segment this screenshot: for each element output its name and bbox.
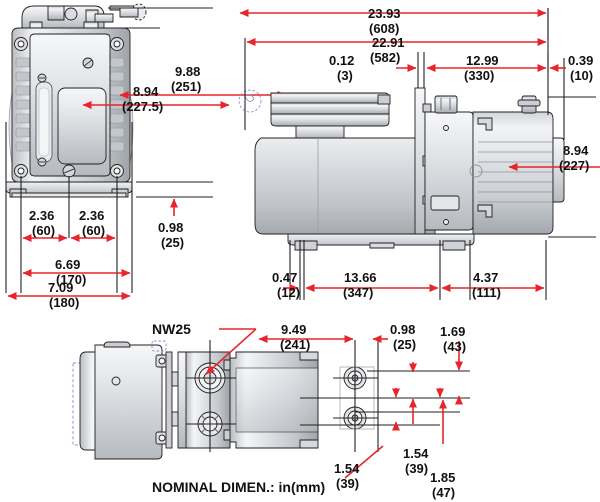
dim-spacing-a-in: 1.54 [334, 461, 360, 476]
dim-base-rear-in: 4.37 [473, 270, 498, 285]
dim-length-overall-in: 23.93 [368, 6, 401, 21]
dim-mount-left-in: 2.36 [29, 208, 54, 223]
plan-centre-lines [186, 340, 470, 452]
dim-length-body-mm: (582) [370, 50, 400, 65]
dim-mount-left-mm: (60) [32, 223, 55, 238]
dim-edge-offset-mm: (25) [393, 337, 416, 352]
dim-port-mount-mm: (241) [280, 337, 310, 352]
dim-mount-right-in: 2.36 [79, 208, 104, 223]
dim-base-length-mm: (347) [343, 285, 373, 300]
dim-mount-top-in: 1.69 [440, 324, 465, 339]
side-elevation-view [238, 87, 565, 251]
dim-base-length-in: 13.66 [344, 270, 377, 285]
dim-spacing-b-in: 1.54 [403, 446, 429, 461]
dim-base-rear-mm: (111) [472, 285, 501, 300]
dim-mount-right-mm: (60) [82, 223, 105, 238]
dim-gap-flange-mm: (3) [337, 68, 353, 83]
dim-mount-top-mm: (43) [443, 339, 466, 354]
dim-gap-flange-in: 0.12 [329, 53, 354, 68]
dim-port-mount-in: 9.49 [281, 322, 306, 337]
dim-length-body-in: 22.91 [372, 35, 405, 50]
plan-view-dimensions: NW25 9.49 (241) 0.98 (25) 1.69 (43) 1.54… [152, 321, 466, 500]
dim-height-body-mm: (227.5) [122, 99, 163, 114]
dim-height-body-in: 8.94 [133, 84, 159, 99]
side-pump-body [254, 137, 436, 235]
dim-height-side-mm: (227) [559, 158, 589, 173]
dim-height-foot-mm: (25) [161, 235, 184, 250]
plan-body-left [94, 344, 163, 460]
dim-length-overall-mm: (608) [369, 21, 399, 36]
dim-motor-overhang-mm: (10) [570, 68, 593, 83]
dim-width-overall-mm: (180) [49, 295, 79, 310]
callout-nw25: NW25 [152, 321, 191, 337]
dim-mount-bottom-in: 1.85 [430, 470, 455, 485]
dim-edge-offset-in: 0.98 [390, 322, 415, 337]
side-view-dimensions: 23.93 (608) 22.91 (582) 0.12 (3) 12.99 (… [239, 6, 600, 300]
front-extension-lines [5, 7, 213, 293]
nominal-dimension-note: NOMINAL DIMEN.: in(mm) [152, 479, 325, 495]
dim-spacing-a-mm: (39) [336, 476, 359, 491]
leader-mount-spacing-a [344, 445, 384, 479]
dim-width-overall-in: 7.09 [48, 280, 73, 295]
dim-length-motor-mm: (330) [464, 68, 494, 83]
dim-base-front-in: 0.47 [272, 270, 297, 285]
detail-circle-side [238, 89, 262, 113]
dim-length-motor-in: 12.99 [466, 53, 499, 68]
dim-mount-bottom-mm: (47) [432, 485, 455, 500]
dim-height-overall-mm: (251) [171, 79, 201, 94]
nw25-leader-arrow [205, 328, 257, 375]
dim-width-mount-in: 6.69 [55, 257, 80, 272]
dim-spacing-b-mm: (39) [405, 461, 428, 476]
dim-height-overall-in: 9.88 [175, 64, 200, 79]
dim-width-mount-mm: (170) [56, 272, 86, 287]
front-elevation-view [5, 3, 147, 198]
front-view-dimensions: 9.88 (251) 8.94 (227.5) 0.98 (25) 2.36 (… [7, 64, 287, 310]
side-motor-housing [472, 111, 554, 235]
dim-height-foot-in: 0.98 [158, 220, 183, 235]
dim-base-front-mm: (12) [277, 285, 300, 300]
dim-height-side-in: 8.94 [563, 143, 589, 158]
dim-motor-overhang-in: 0.39 [568, 53, 593, 68]
